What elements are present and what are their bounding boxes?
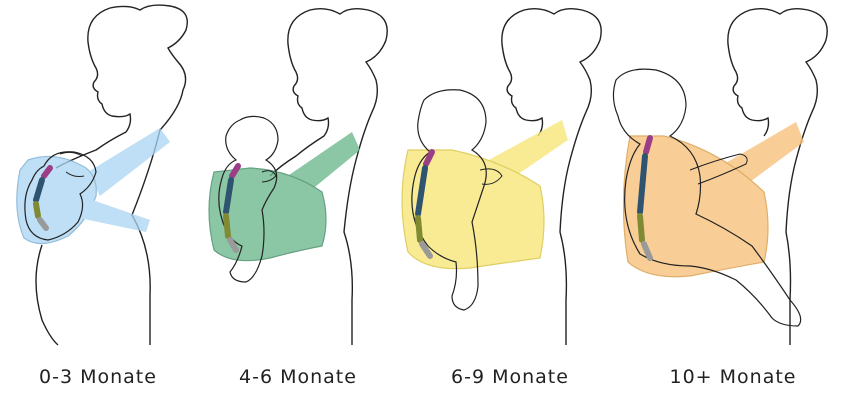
stage-label-4-6: 4-6 Monate [208, 366, 388, 388]
stage-4-6-monate [209, 9, 387, 345]
spine-lumbar [226, 216, 228, 236]
spine-cervical [646, 138, 650, 152]
stage-label-6-9: 6-9 Monate [420, 366, 600, 388]
spine-lumbar [640, 216, 642, 240]
stage-label-10-plus: 10+ Monate [643, 366, 823, 388]
carrier-strap [88, 128, 170, 196]
stage-10-plus-monate [613, 9, 827, 345]
adult-belly [36, 245, 58, 345]
spine-lumbar [36, 204, 38, 216]
stage-0-3-monate [17, 5, 187, 345]
stage-label-0-3: 0-3 Monate [8, 366, 188, 388]
stage-6-9-monate [402, 9, 601, 345]
spine-lumbar [418, 218, 420, 240]
